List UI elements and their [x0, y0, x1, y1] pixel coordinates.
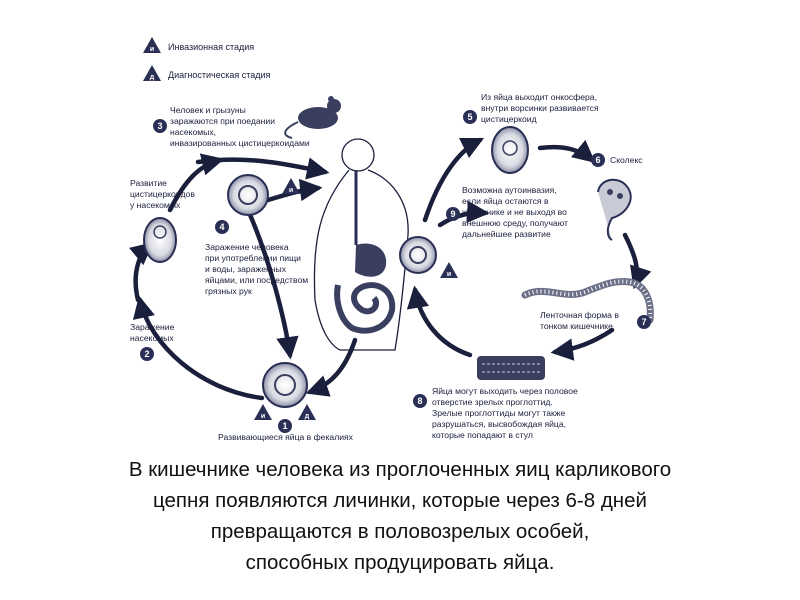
- caption-line: превращаются в половозрелых особей,: [210, 520, 590, 543]
- diagnostic-stage-icon: [143, 65, 161, 81]
- marker-letter: и: [289, 187, 293, 194]
- marker-letter: д: [305, 413, 310, 420]
- stage3-label: Человек и грызуны заражаются при поедани…: [170, 105, 310, 148]
- human-figure: [313, 138, 409, 351]
- arrow-stage4-to-stage1: [245, 207, 299, 360]
- invasive-stage-icon: [143, 37, 161, 53]
- label-line: Человек и грызуны: [170, 105, 246, 115]
- stage1-number: 1: [282, 421, 287, 431]
- stage6-scolex: [597, 178, 632, 241]
- invasive-stage-icon: [440, 262, 458, 278]
- label-line: насекомых,: [170, 127, 216, 137]
- label-line: Зрелые проглоттиды могут также: [432, 408, 566, 418]
- diagnostic-stage-icon: [298, 404, 316, 420]
- label-line: грязных рук: [205, 286, 252, 296]
- invasive-stage-icon-letter: и: [150, 46, 154, 53]
- stage-labels: Развивающиеся яйца в фекалиях Заражение …: [130, 92, 643, 442]
- label-line: внутри ворсинки развивается: [481, 103, 599, 113]
- arrow-cycle-to-stage5: [422, 137, 485, 223]
- label-line: Возможна аутоинвазия,: [462, 185, 557, 195]
- label-line: цистицеркоид: [481, 114, 537, 124]
- arrow-human-to-stage1: [305, 337, 358, 397]
- label-line: Ленточная форма в: [540, 310, 619, 320]
- legend-item-diagnostic: д Диагностическая стадия: [143, 65, 271, 81]
- label-line: Яйца могут выходить через половое: [432, 386, 578, 396]
- label-line: при употреблении пищи: [205, 253, 301, 263]
- intestinal-egg: [399, 236, 437, 274]
- label-line: кишечнике и не выходя во: [462, 207, 567, 217]
- label-line: разрушаться, высвобождая яйца,: [432, 419, 566, 429]
- insect-development-label: Развитие цистицеркоидов у насекомых: [130, 178, 197, 210]
- label-line: яйцами, или посредством: [205, 275, 308, 285]
- stage1-label: Развивающиеся яйца в фекалиях: [218, 432, 354, 442]
- arrow-stage8-to-human: [406, 285, 473, 358]
- legend-item-invasive: и Инвазионная стадия: [143, 37, 254, 53]
- legend-label-diagnostic: Диагностическая стадия: [168, 70, 271, 80]
- marker-letter: и: [261, 413, 265, 420]
- stage5-label: Из яйца выходит онкосфера, внутри ворсин…: [481, 92, 601, 124]
- stage9-label: Возможна аутоинвазия, если яйца остаются…: [462, 185, 570, 239]
- caption-line: способных продуцировать яйца.: [245, 551, 555, 574]
- stage-number-markers: 1 2 3 4 5 6 7 8 9: [140, 110, 651, 433]
- label-line: Заражение человека: [205, 242, 289, 252]
- marker-letter: и: [447, 271, 451, 278]
- slide-caption: В кишечнике человека из проглоченных яиц…: [20, 454, 780, 578]
- label-line: Из яйца выходит онкосфера,: [481, 92, 597, 102]
- life-cycle-diagram: и Инвазионная стадия д Диагностическая с…: [128, 37, 654, 442]
- stage6-label: Сколекс: [610, 155, 643, 165]
- arrow-insect-to-stage3: [167, 153, 225, 213]
- stage8-number: 8: [417, 396, 422, 406]
- stomach: [355, 243, 387, 277]
- caption-line: В кишечнике человека из проглоченных яиц…: [128, 458, 672, 481]
- label-line: цистицеркоидов: [130, 189, 195, 199]
- legend: и Инвазионная стадия д Диагностическая с…: [143, 37, 271, 81]
- label-line: внешнюю среду, получают: [462, 218, 568, 228]
- label-line: Развитие: [130, 178, 167, 188]
- stage4-number: 4: [219, 222, 224, 232]
- stage2-number: 2: [144, 349, 149, 359]
- label-line: если яйца остаются в: [462, 196, 549, 206]
- arrow-autoinvasion: [437, 200, 490, 228]
- label-line: инвазированных цистицеркоидами: [170, 138, 310, 148]
- label-line: заражаются при поедании: [170, 116, 275, 126]
- stage-markers: и и и д: [254, 178, 458, 420]
- stage2-cysticercoid: [143, 217, 177, 263]
- label-line: которые попадают в стул: [432, 430, 533, 440]
- stage5-number: 5: [467, 112, 472, 122]
- cycle-arrows: [128, 137, 652, 401]
- arrow-stage1-to-stage2: [132, 295, 265, 401]
- stage8-label: Яйца могут выходить через половое отверс…: [432, 386, 580, 440]
- stage4-egg: [227, 174, 269, 216]
- stage2-label: Заражение насекомых: [130, 322, 177, 343]
- invasive-stage-icon: [254, 404, 272, 420]
- legend-label-invasive: Инвазионная стадия: [168, 42, 254, 52]
- rodent-illustration: [284, 96, 341, 139]
- stage4-label: Заражение человека при употреблении пищи…: [205, 242, 311, 296]
- stage3-number: 3: [157, 121, 162, 131]
- label-line: у насекомых: [130, 200, 181, 210]
- diagnostic-stage-icon-letter: д: [150, 74, 155, 81]
- label-line: Сколекс: [610, 155, 643, 165]
- intestines: [334, 282, 396, 334]
- stage5-villus: [491, 126, 529, 174]
- stage6-number: 6: [595, 155, 600, 165]
- stage1-egg: [262, 362, 308, 408]
- label-line: насекомых: [130, 333, 174, 343]
- label-line: Заражение: [130, 322, 175, 332]
- arrow-stage7-to-stage8: [550, 327, 615, 361]
- stage7-tapeworm: [521, 278, 654, 324]
- stage7-number: 7: [641, 317, 646, 327]
- stage8-proglottid: [477, 356, 545, 380]
- label-line: и воды, зараженных: [205, 264, 287, 274]
- arrow-stage6-to-stage7: [622, 232, 652, 290]
- label-line: дальнейшее развитие: [462, 229, 551, 239]
- caption-line: цепня появляются личинки, которые через …: [153, 489, 647, 512]
- stage9-number: 9: [450, 209, 455, 219]
- label-line: отверстие зрелых проглоттид.: [432, 397, 553, 407]
- invasive-stage-icon: [282, 178, 300, 194]
- label-line: Развивающиеся яйца в фекалиях: [218, 432, 354, 442]
- label-line: тонком кишечнике: [540, 321, 613, 331]
- stage7-label: Ленточная форма в тонком кишечнике: [540, 310, 621, 331]
- arrow-stage5-to-stage6: [537, 139, 596, 163]
